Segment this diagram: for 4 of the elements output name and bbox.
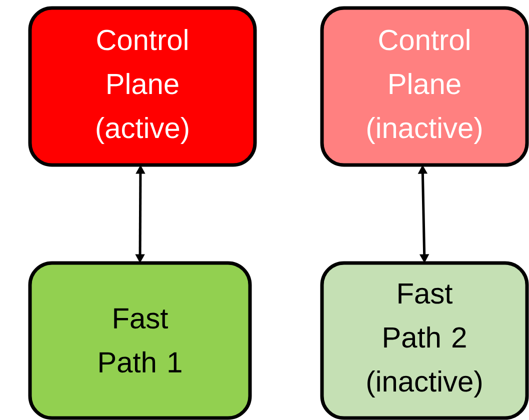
process-box: Fast Path 2 (inactive)	[320, 261, 529, 420]
process-box: Fast Path 1	[28, 261, 252, 420]
process-box: Control Plane (inactive)	[320, 6, 529, 167]
process-box: Control Plane (active)	[28, 6, 257, 167]
